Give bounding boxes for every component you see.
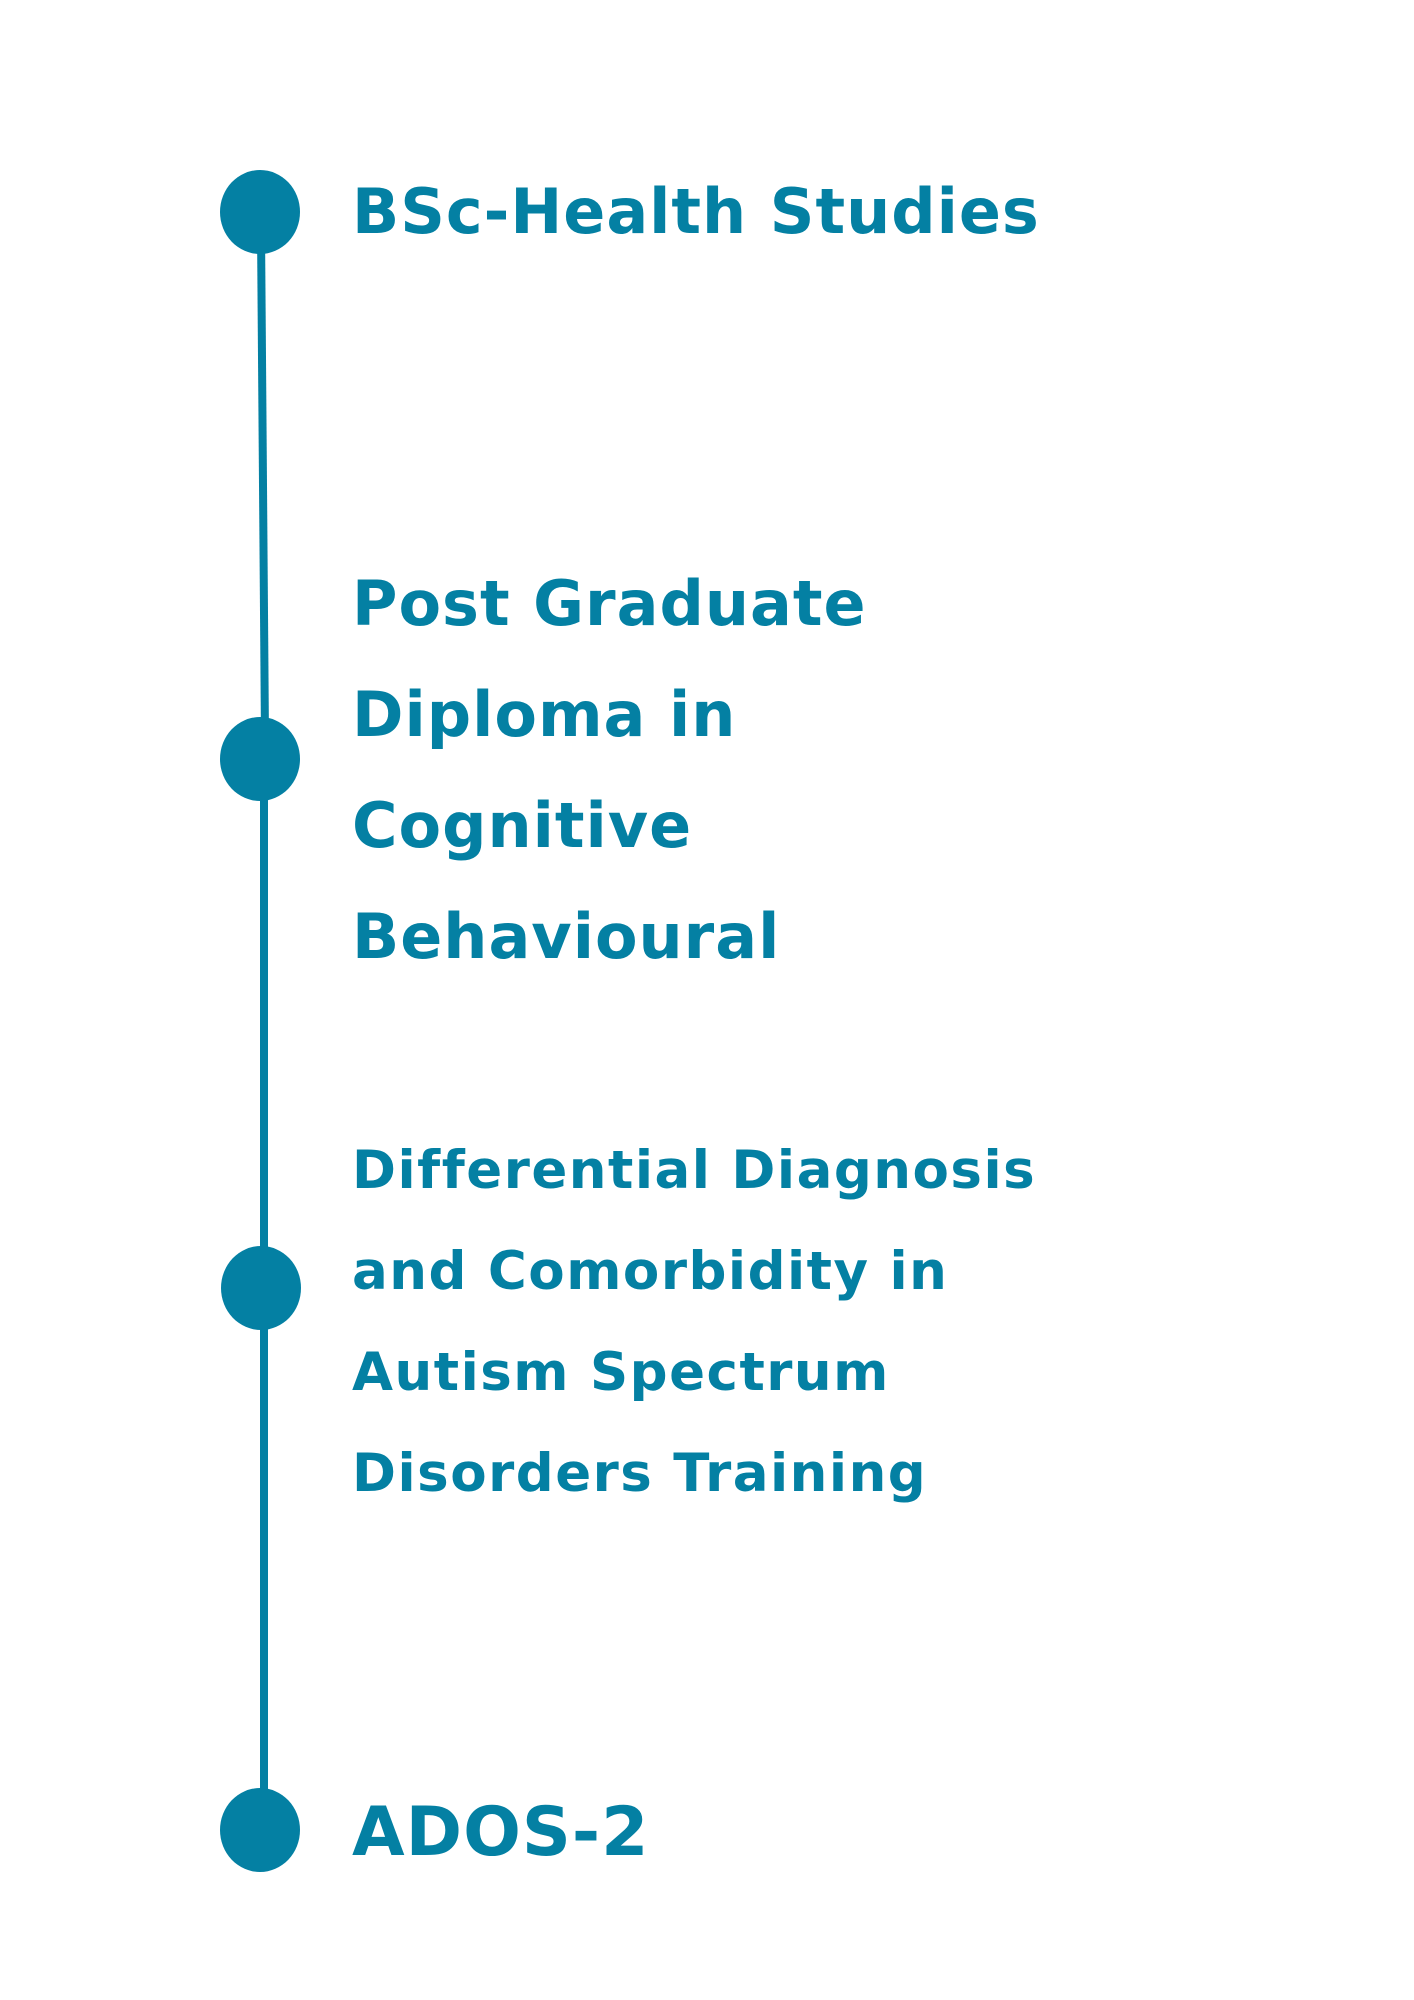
timeline-dot-icon	[221, 1246, 301, 1330]
timeline-item-line: Autism Spectrum	[352, 1342, 890, 1403]
timeline-item-line: Diploma in	[352, 678, 737, 751]
timeline-item-line: Differential Diagnosis	[352, 1140, 1037, 1201]
timeline-item-line: Disorders Training	[352, 1443, 928, 1504]
timeline-connector	[257, 229, 269, 731]
timeline-dot-icon	[220, 170, 300, 254]
timeline-dot-icon	[220, 1788, 300, 1872]
timeline-item-line: Post Graduate	[352, 567, 867, 640]
timeline-item-line: Cognitive	[352, 789, 693, 862]
timeline-item-line: and Comorbidity in	[352, 1241, 949, 1302]
timeline-item-line: ADOS-2	[352, 1793, 650, 1872]
timeline-item-bsc: BSc-Health Studies	[352, 172, 1040, 252]
timeline-dot-icon	[220, 717, 300, 801]
timeline-item-ados2: ADOS-2	[352, 1793, 649, 1873]
timeline-item-line: BSc-Health Studies	[352, 175, 1040, 248]
timeline-item-autism-training: Differential Diagnosis and Comorbidity i…	[352, 1120, 1036, 1524]
timeline-item-pgdip: Post Graduate Diploma in Cognitive Behav…	[352, 548, 867, 992]
timeline-item-line: Behavioural	[352, 900, 781, 973]
